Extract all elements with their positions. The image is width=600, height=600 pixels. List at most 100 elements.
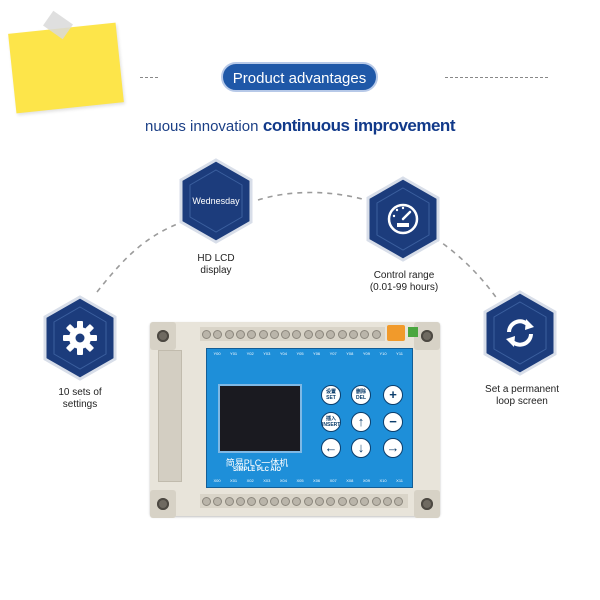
io-label: X08 — [346, 478, 354, 483]
down-key[interactable]: ↓ — [351, 438, 371, 458]
terminal-screw — [235, 330, 245, 339]
terminal-screw — [337, 497, 347, 506]
lcd-screen — [218, 384, 302, 453]
feature-settings-label: 10 sets of settings — [58, 387, 102, 410]
terminal-screw — [292, 330, 302, 339]
mount-hole — [421, 330, 433, 342]
io-label: Y11 — [396, 351, 403, 356]
terminal-screw — [213, 497, 223, 506]
io-label: Y08 — [346, 351, 354, 356]
io-label: X00 — [213, 478, 221, 483]
terminal-screw — [348, 330, 358, 339]
terminal-screw — [224, 330, 234, 339]
terminal-screw — [247, 330, 257, 339]
terminal-screw — [303, 497, 313, 506]
io-label: Y05 — [296, 351, 304, 356]
terminal-screw — [281, 330, 291, 339]
mount-ear-top-left — [150, 322, 176, 350]
terminal-screw — [258, 497, 268, 506]
io-label: X10 — [379, 478, 387, 483]
io-label: X04 — [279, 478, 287, 483]
mount-ear-bottom-right — [414, 490, 440, 518]
terminal-screw — [360, 330, 370, 339]
header-divider-left — [140, 77, 158, 78]
tagline-bold: continuous improvement — [262, 116, 456, 135]
status-led — [408, 327, 418, 337]
terminal-screw — [281, 497, 291, 506]
terminal-screw — [235, 497, 245, 506]
terminal-screw — [337, 330, 347, 339]
io-label: Y10 — [379, 351, 387, 356]
io-label: Y07 — [329, 351, 337, 356]
calendar-day-icon: Wednesday — [192, 196, 240, 206]
terminal-screw — [213, 330, 223, 339]
feature-control-range — [364, 176, 442, 262]
feature-control-range-label: Control range (0.01-99 hours) — [369, 270, 439, 293]
terminal-screw — [360, 497, 370, 506]
io-label: X03 — [263, 478, 271, 483]
terminal-screw — [371, 330, 381, 339]
up-key[interactable]: ↑ — [351, 412, 371, 432]
terminal-screw — [269, 497, 279, 506]
terminal-screw — [202, 497, 211, 506]
mount-ear-bottom-left — [150, 490, 176, 518]
io-label: X11 — [396, 478, 403, 483]
hex-badge — [179, 158, 253, 244]
io-label: X05 — [296, 478, 304, 483]
loop-arrows-icon — [506, 319, 534, 347]
mount-hole — [157, 498, 169, 510]
io-label: Y02 — [246, 351, 254, 356]
io-label: X02 — [246, 478, 254, 483]
feature-hd-lcd-label: HD LCD display — [197, 253, 235, 276]
terminal-screw — [382, 497, 392, 506]
hex-badge — [483, 290, 557, 376]
plus-key[interactable]: + — [383, 385, 403, 405]
terminal-screw — [315, 497, 324, 506]
terminal-screw — [315, 330, 324, 339]
tagline: nuous innovation continuous improvement — [0, 116, 600, 136]
terminal-screw — [394, 497, 404, 506]
io-label: X09 — [362, 478, 370, 483]
feature-loop-label: Set a permanent loop screen — [485, 384, 559, 407]
terminal-screw — [303, 330, 313, 339]
product-advantages-badge: Product advantages — [221, 62, 378, 92]
io-label: X01 — [230, 478, 238, 483]
feature-loop — [481, 290, 559, 376]
terminal-screw — [258, 330, 268, 339]
left-key[interactable]: ← — [321, 438, 341, 458]
mount-hole — [157, 330, 169, 342]
io-label: X06 — [313, 478, 321, 483]
terminal-screw — [269, 330, 279, 339]
terminal-screw — [224, 497, 234, 506]
io-label: Y01 — [230, 351, 238, 356]
terminal-screw — [326, 330, 336, 339]
minus-key[interactable]: − — [383, 412, 403, 432]
tagline-light: nuous innovation — [145, 118, 259, 135]
terminal-screw — [326, 497, 336, 506]
terminal-screw — [292, 497, 302, 506]
io-label: Y04 — [279, 351, 287, 356]
mount-hole — [421, 498, 433, 510]
terminal-screw — [348, 497, 358, 506]
gear-icon — [63, 321, 97, 355]
io-label: Y06 — [313, 351, 321, 356]
feature-hd-lcd: Wednesday — [177, 158, 255, 244]
io-label: Y09 — [362, 351, 370, 356]
feature-settings — [41, 295, 119, 381]
io-label: Y00 — [213, 351, 221, 356]
header-divider-right — [445, 77, 548, 78]
gauge-icon — [387, 203, 419, 235]
brand-en: SIMPLE PLC AIO — [232, 467, 282, 473]
terminal-screw — [247, 497, 257, 506]
din-rail-slot — [158, 350, 182, 482]
io-label: X07 — [329, 478, 337, 483]
right-key[interactable]: → — [383, 438, 403, 458]
io-label: Y03 — [263, 351, 271, 356]
terminal-screw — [202, 330, 211, 339]
brand-cn: 简易PLC一体机 — [225, 458, 289, 468]
power-connector — [387, 325, 405, 341]
terminal-screw — [371, 497, 381, 506]
